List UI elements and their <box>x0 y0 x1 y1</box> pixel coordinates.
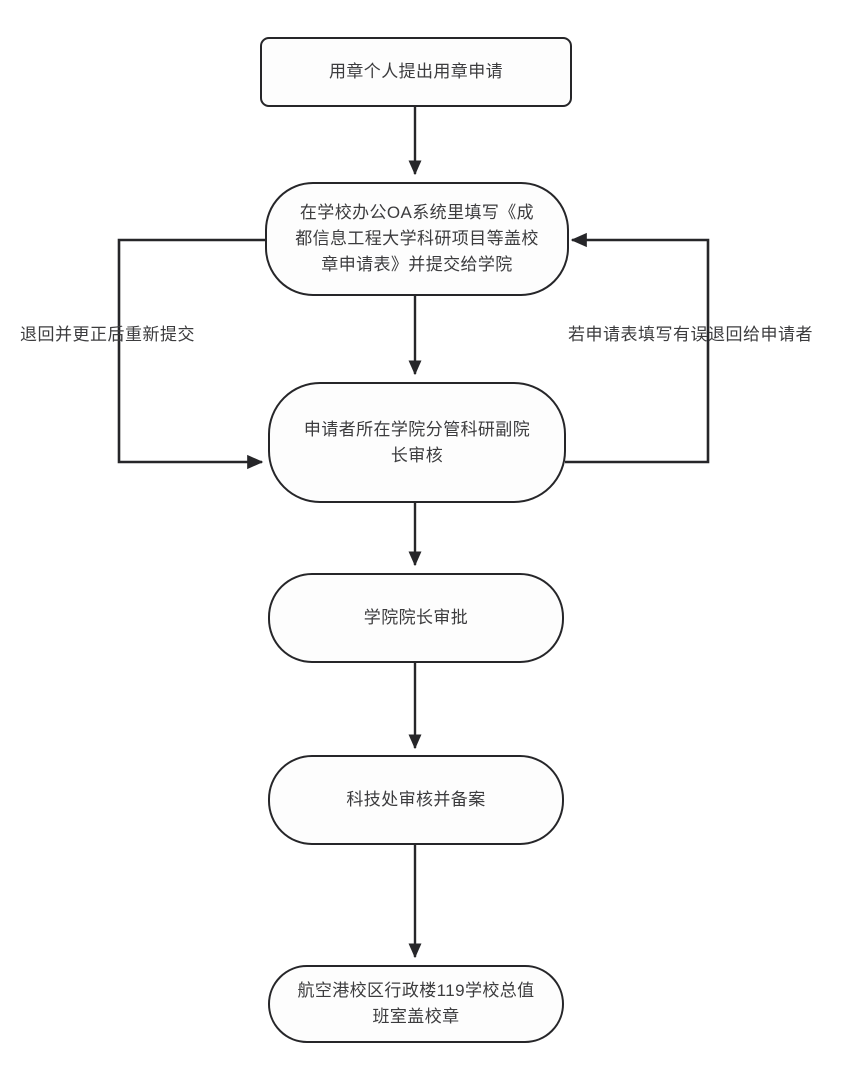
node-dean-approval-label: 学院院长审批 <box>363 608 469 628</box>
connector-left-return-loop <box>117 238 265 470</box>
node-fill-oa-form[interactable]: 在学校办公OA系统里填写《成 都信息工程大学科研项目等盖校 章申请表》并提交给学… <box>265 182 569 296</box>
node-vice-dean-review-label: 申请者所在学院分管科研副院 长审核 <box>303 419 531 465</box>
node-dean-approval[interactable]: 学院院长审批 <box>268 573 564 663</box>
node-fill-oa-form-label: 在学校办公OA系统里填写《成 都信息工程大学科研项目等盖校 章申请表》并提交给学… <box>295 203 539 274</box>
node-tech-office-review[interactable]: 科技处审核并备案 <box>268 755 564 845</box>
node-stamp-office-label: 航空港校区行政楼119学校总值 班室盖校章 <box>297 981 535 1026</box>
node-apply-request[interactable]: 用章个人提出用章申请 <box>260 37 572 107</box>
connector-right-return-loop <box>565 232 710 464</box>
edge-label-right-return: 若申请表填写有误退回给申请者 <box>568 325 813 344</box>
node-vice-dean-review[interactable]: 申请者所在学院分管科研副院 长审核 <box>268 382 566 503</box>
node-tech-office-review-label: 科技处审核并备案 <box>346 790 486 810</box>
node-apply-request-label: 用章个人提出用章申请 <box>329 62 503 82</box>
edge-label-left-return: 退回并更正后重新提交 <box>20 325 195 344</box>
node-stamp-office[interactable]: 航空港校区行政楼119学校总值 班室盖校章 <box>268 965 564 1043</box>
